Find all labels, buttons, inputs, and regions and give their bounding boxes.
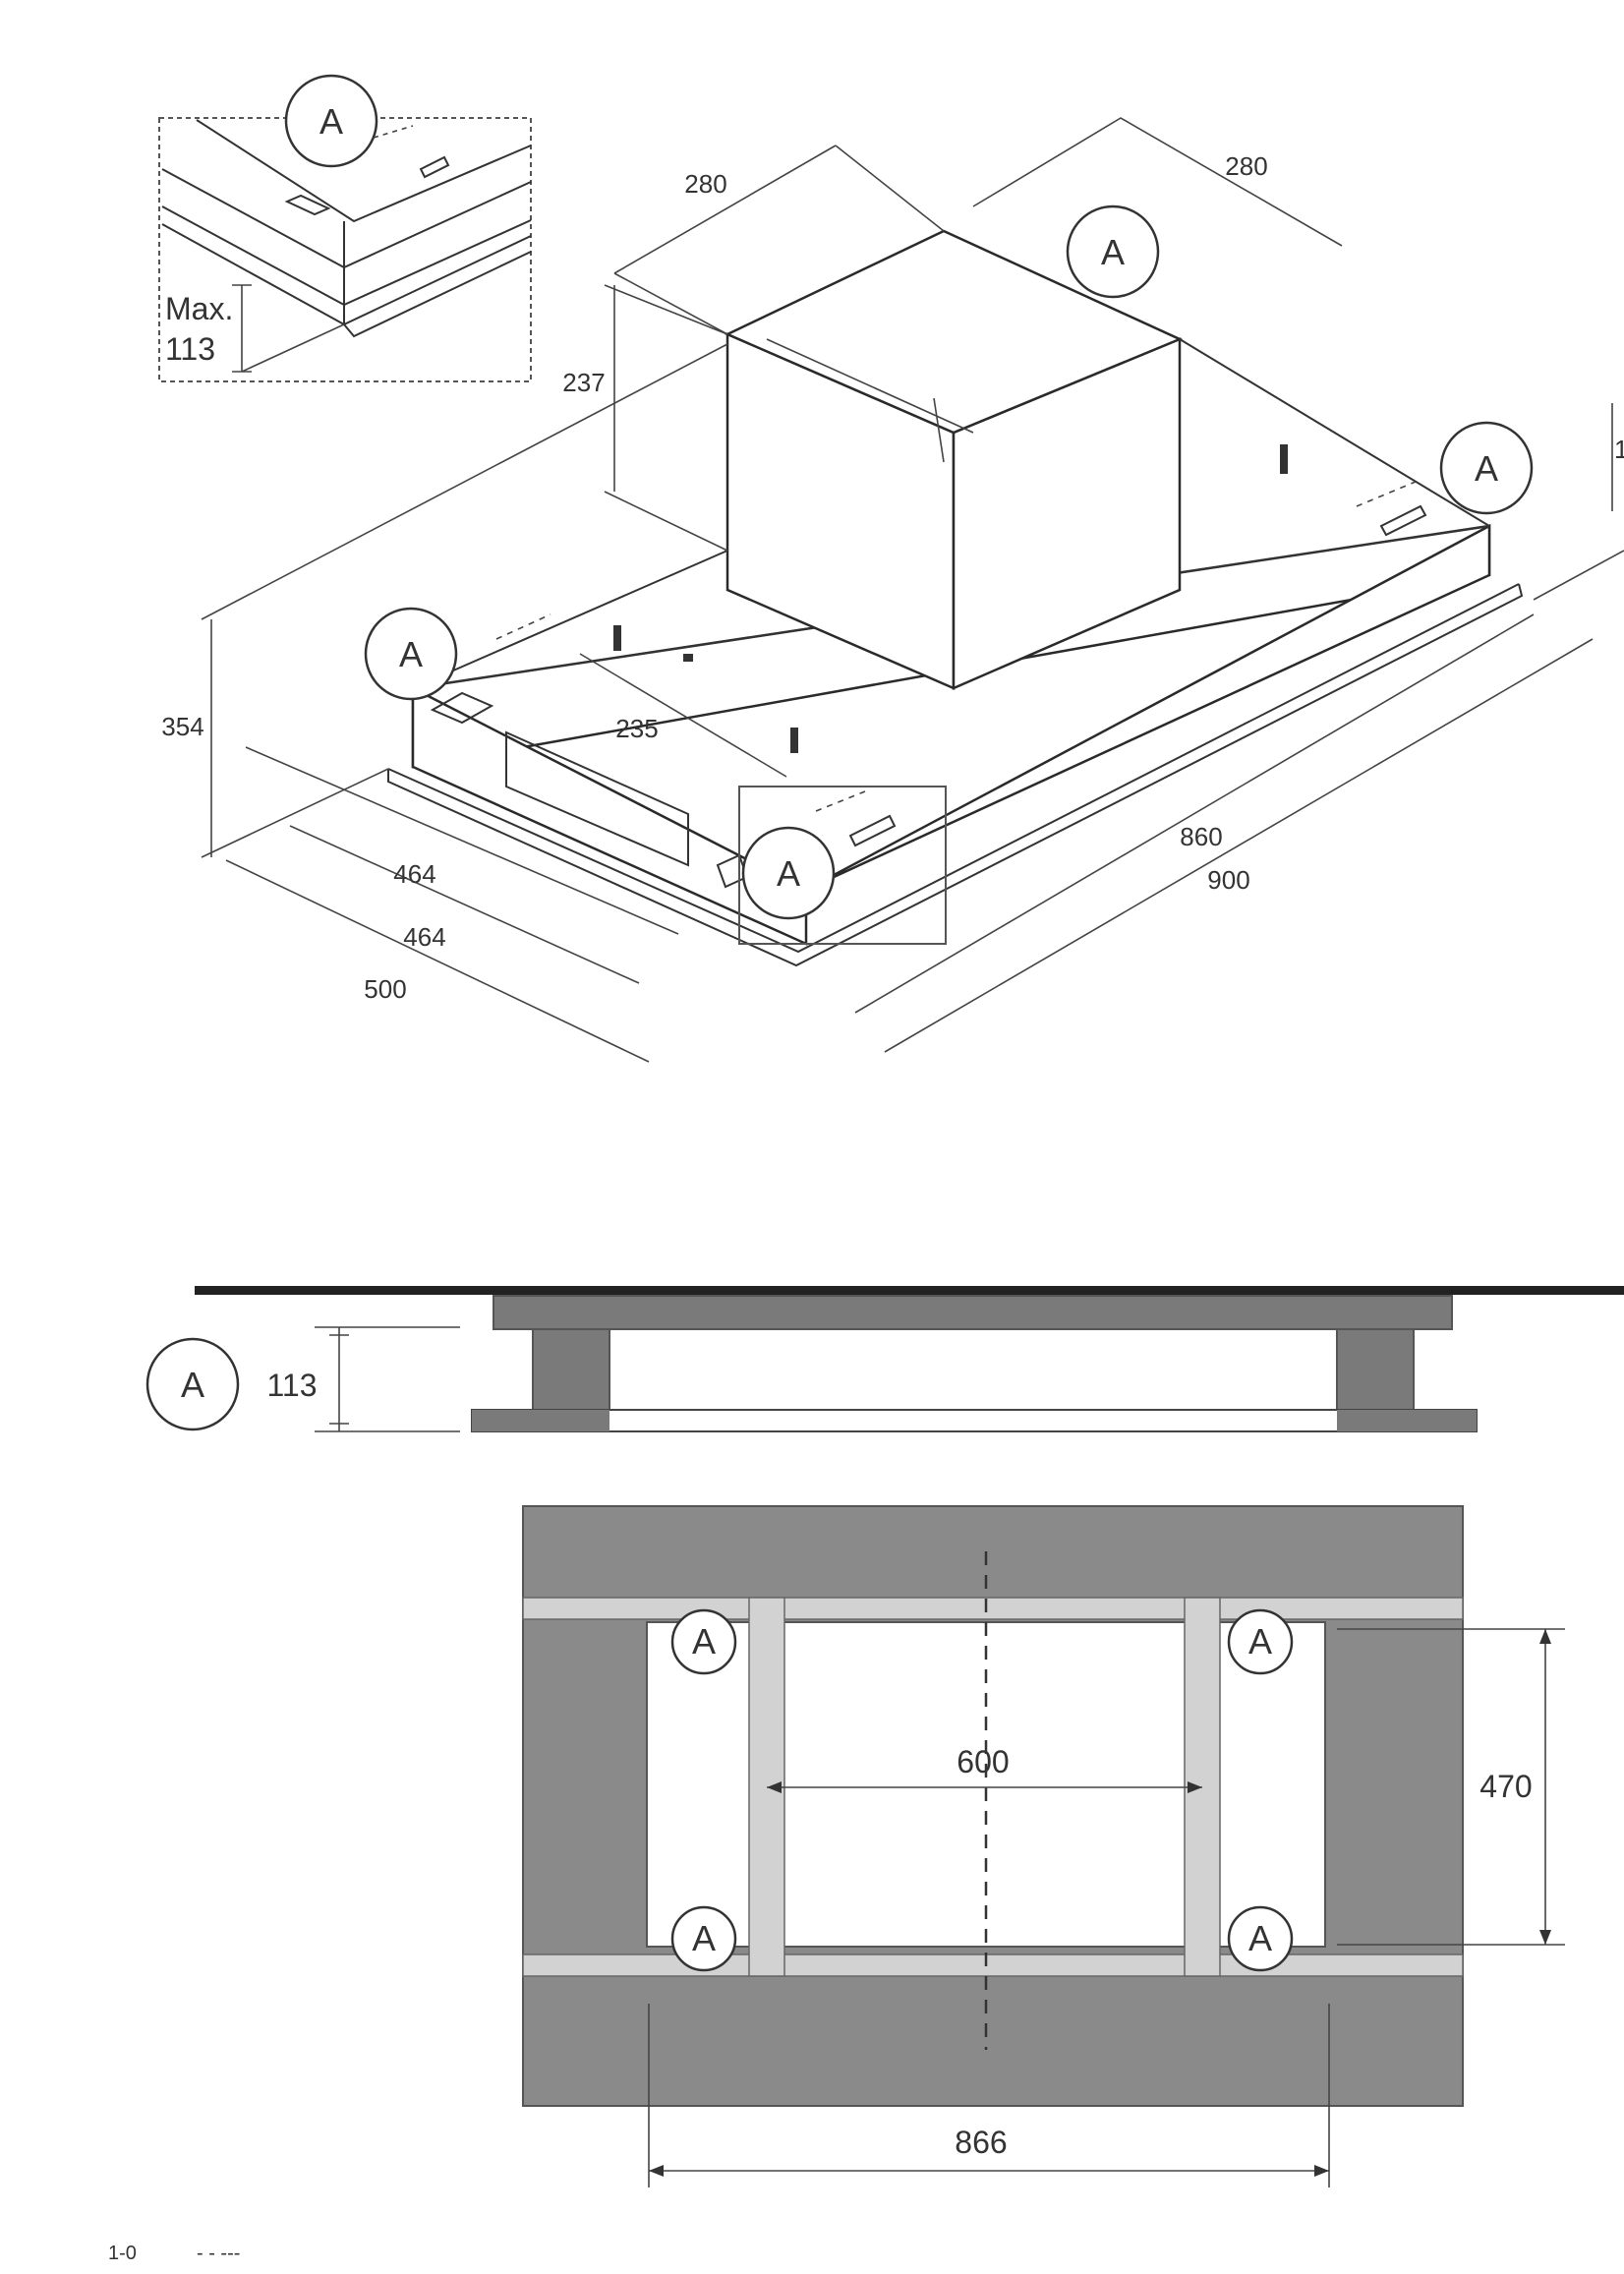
svg-text:A: A: [399, 634, 423, 674]
svg-text:A: A: [319, 101, 343, 142]
footer-mark: - - ---: [197, 2243, 240, 2264]
dim-464-a: 464: [393, 859, 435, 889]
dim-470: 470: [1479, 1769, 1532, 1804]
bracket-right: [1336, 1328, 1415, 1411]
mount-screw-icon: [790, 728, 798, 753]
side-view: 113 A: [145, 1286, 1624, 1432]
dim-right-cut: 1: [1614, 435, 1624, 464]
callout-a-plan-top-right: A: [1227, 1608, 1294, 1675]
dim-235: 235: [615, 714, 658, 743]
inset-clip-icon: [419, 155, 450, 179]
footer: 1-0 - - ---: [108, 2243, 240, 2264]
callout-a-inset: A: [284, 74, 378, 168]
dim-860: 860: [1180, 822, 1222, 851]
svg-text:A: A: [1475, 448, 1498, 489]
rail-top: [522, 1597, 1464, 1620]
dim-280-right: 280: [1225, 151, 1267, 181]
clip-icon: [848, 814, 897, 847]
clip-icon: [1379, 504, 1427, 537]
svg-text:A: A: [692, 1621, 716, 1662]
page-number: 1-0: [108, 2243, 137, 2264]
dim-500: 500: [364, 974, 406, 1004]
dim-600: 600: [957, 1744, 1009, 1779]
svg-text:A: A: [1101, 232, 1125, 272]
bracket-left: [532, 1328, 610, 1411]
svg-text:A: A: [777, 853, 800, 894]
rail-bottom: [522, 1953, 1464, 1977]
inset-max-value: 113: [165, 331, 215, 367]
callout-a-front: A: [741, 826, 836, 920]
callout-a-plan-top-left: A: [670, 1608, 737, 1675]
callout-a-plan-bottom-right: A: [1227, 1905, 1294, 1972]
mounting-plate: [493, 1295, 1453, 1330]
dim-237: 237: [562, 368, 605, 397]
svg-text:A: A: [692, 1918, 716, 1958]
inset-max-label: Max.: [165, 291, 233, 326]
callout-a-plan-bottom-left: A: [670, 1905, 737, 1972]
dim-464-b: 464: [403, 922, 445, 952]
plan-view: 600 470 866 A A A A: [522, 1505, 1565, 2187]
svg-text:A: A: [181, 1365, 204, 1405]
dim-866: 866: [955, 2125, 1007, 2160]
svg-text:A: A: [1248, 1918, 1272, 1958]
callout-a-side: A: [145, 1337, 240, 1431]
side-handle-icon: [430, 691, 494, 725]
dim-354: 354: [161, 712, 203, 741]
dim-280-left: 280: [684, 169, 726, 199]
inset-handle-icon: [284, 194, 331, 216]
mount-screw-icon: [613, 625, 621, 651]
callout-a-left: A: [364, 607, 458, 701]
mount-screw-icon: [1280, 444, 1288, 474]
detail-frame: [738, 786, 947, 945]
callout-a-top: A: [1066, 204, 1160, 299]
dim-113: 113: [266, 1368, 317, 1403]
callout-a-right: A: [1439, 421, 1534, 515]
ceiling-line: [195, 1286, 1624, 1295]
dim-900: 900: [1207, 865, 1249, 895]
svg-text:A: A: [1248, 1621, 1272, 1662]
canopy-profile: [471, 1409, 1478, 1432]
isometric-view: 280 280 237 354 235 464 464 500 860 900 …: [161, 117, 1624, 1063]
inset-detail: Max. 113 A: [158, 74, 532, 382]
